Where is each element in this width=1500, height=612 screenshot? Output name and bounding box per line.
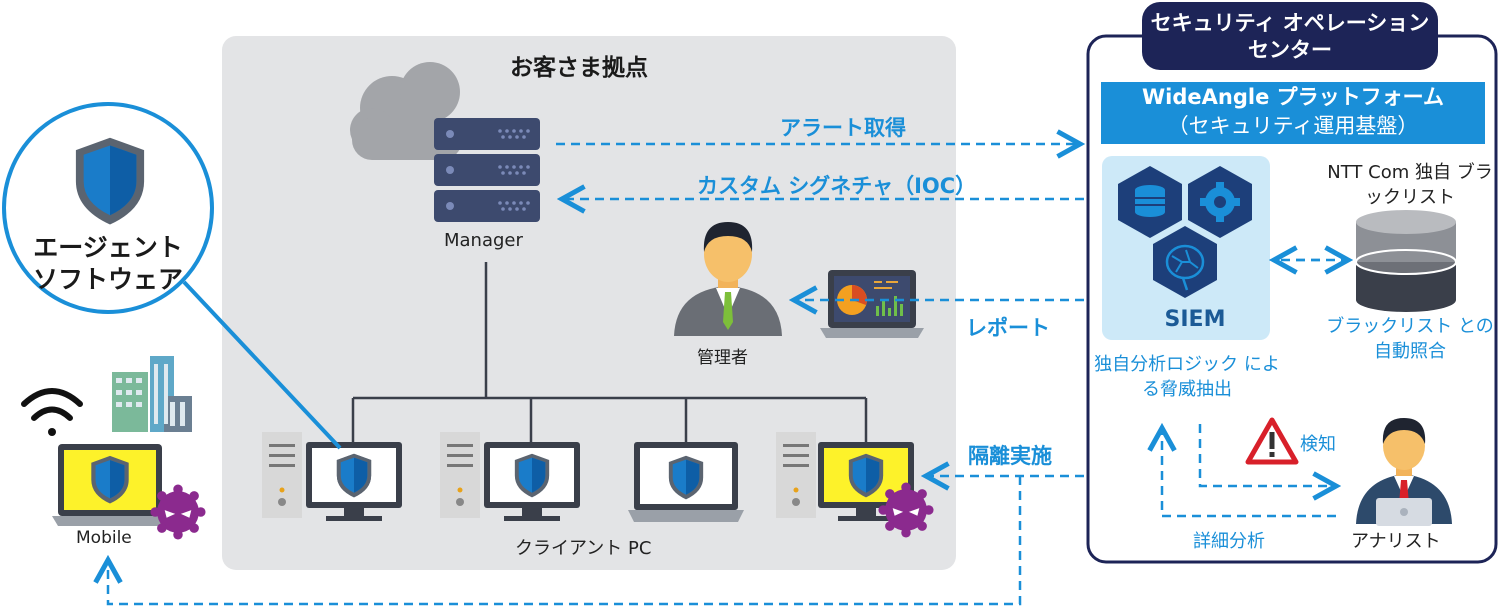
isolation-flow-label: 隔離実施 [968,444,1052,468]
cloud-icon [350,62,462,160]
analysis-logic-label: 独自分析ロジック による脅威抽出 [1094,354,1280,400]
network-lines [351,262,868,448]
wideangle-platform-name: WideAngle プラットフォーム [1142,85,1444,109]
client-pc-4-infected [776,432,934,538]
client-pc-1 [262,432,402,521]
customer-site-panel [222,36,956,570]
siem-label: SIEM [1164,307,1226,332]
agent-software-label: エージェント ソフトウェア [32,233,183,294]
manager-label: Manager [444,230,523,251]
admin-label: 管理者 [697,348,748,368]
database-hex-icon [1118,166,1182,238]
client-pc-3 [628,442,744,522]
wideangle-banner [1101,82,1485,144]
ntt-blacklist-label: NTT Com 独自 ブラックリスト [1327,162,1493,208]
analyst-person-icon [1356,418,1452,526]
mobile-laptop-icon [52,444,206,540]
blacklist-database-icon [1355,210,1457,312]
alert-flow-label: アラート取得 [780,116,906,140]
wideangle-platform-sub: （セキュリティ運用基盤） [1167,114,1419,138]
soc-title-badge [1142,2,1438,70]
admin-person-icon [674,222,782,336]
report-flow-label: レポート [966,316,1050,340]
detail-analysis-label: 詳細分析 [1193,531,1265,552]
wifi-icon [21,388,83,436]
brain-hex-icon [1153,226,1217,298]
wideangle-title: WideAngle プラットフォーム （セキュリティ運用基盤） [1103,83,1483,141]
gear-hex-icon [1188,166,1252,238]
detect-label: 検知 [1300,434,1336,455]
custom-signature-flow-label: カスタム シグネチャ（IOC） [697,174,977,198]
manager-server-icon [434,118,540,222]
analyst-label: アナリスト [1351,531,1441,552]
flow-arrows [108,144,1348,606]
buildings-icon [112,356,192,432]
client-pc-2 [440,432,580,521]
report-laptop-icon [820,270,924,338]
client-pc-label: クライアント PC [515,538,652,559]
blacklist-auto-match-label: ブラックリスト との自動照合 [1326,316,1494,362]
soc-title: セキュリティ オペレーションセンター [1150,11,1430,62]
mobile-label: Mobile [76,528,132,548]
customer-site-title: お客さま拠点 [510,55,648,81]
alert-triangle-icon [1245,417,1299,465]
